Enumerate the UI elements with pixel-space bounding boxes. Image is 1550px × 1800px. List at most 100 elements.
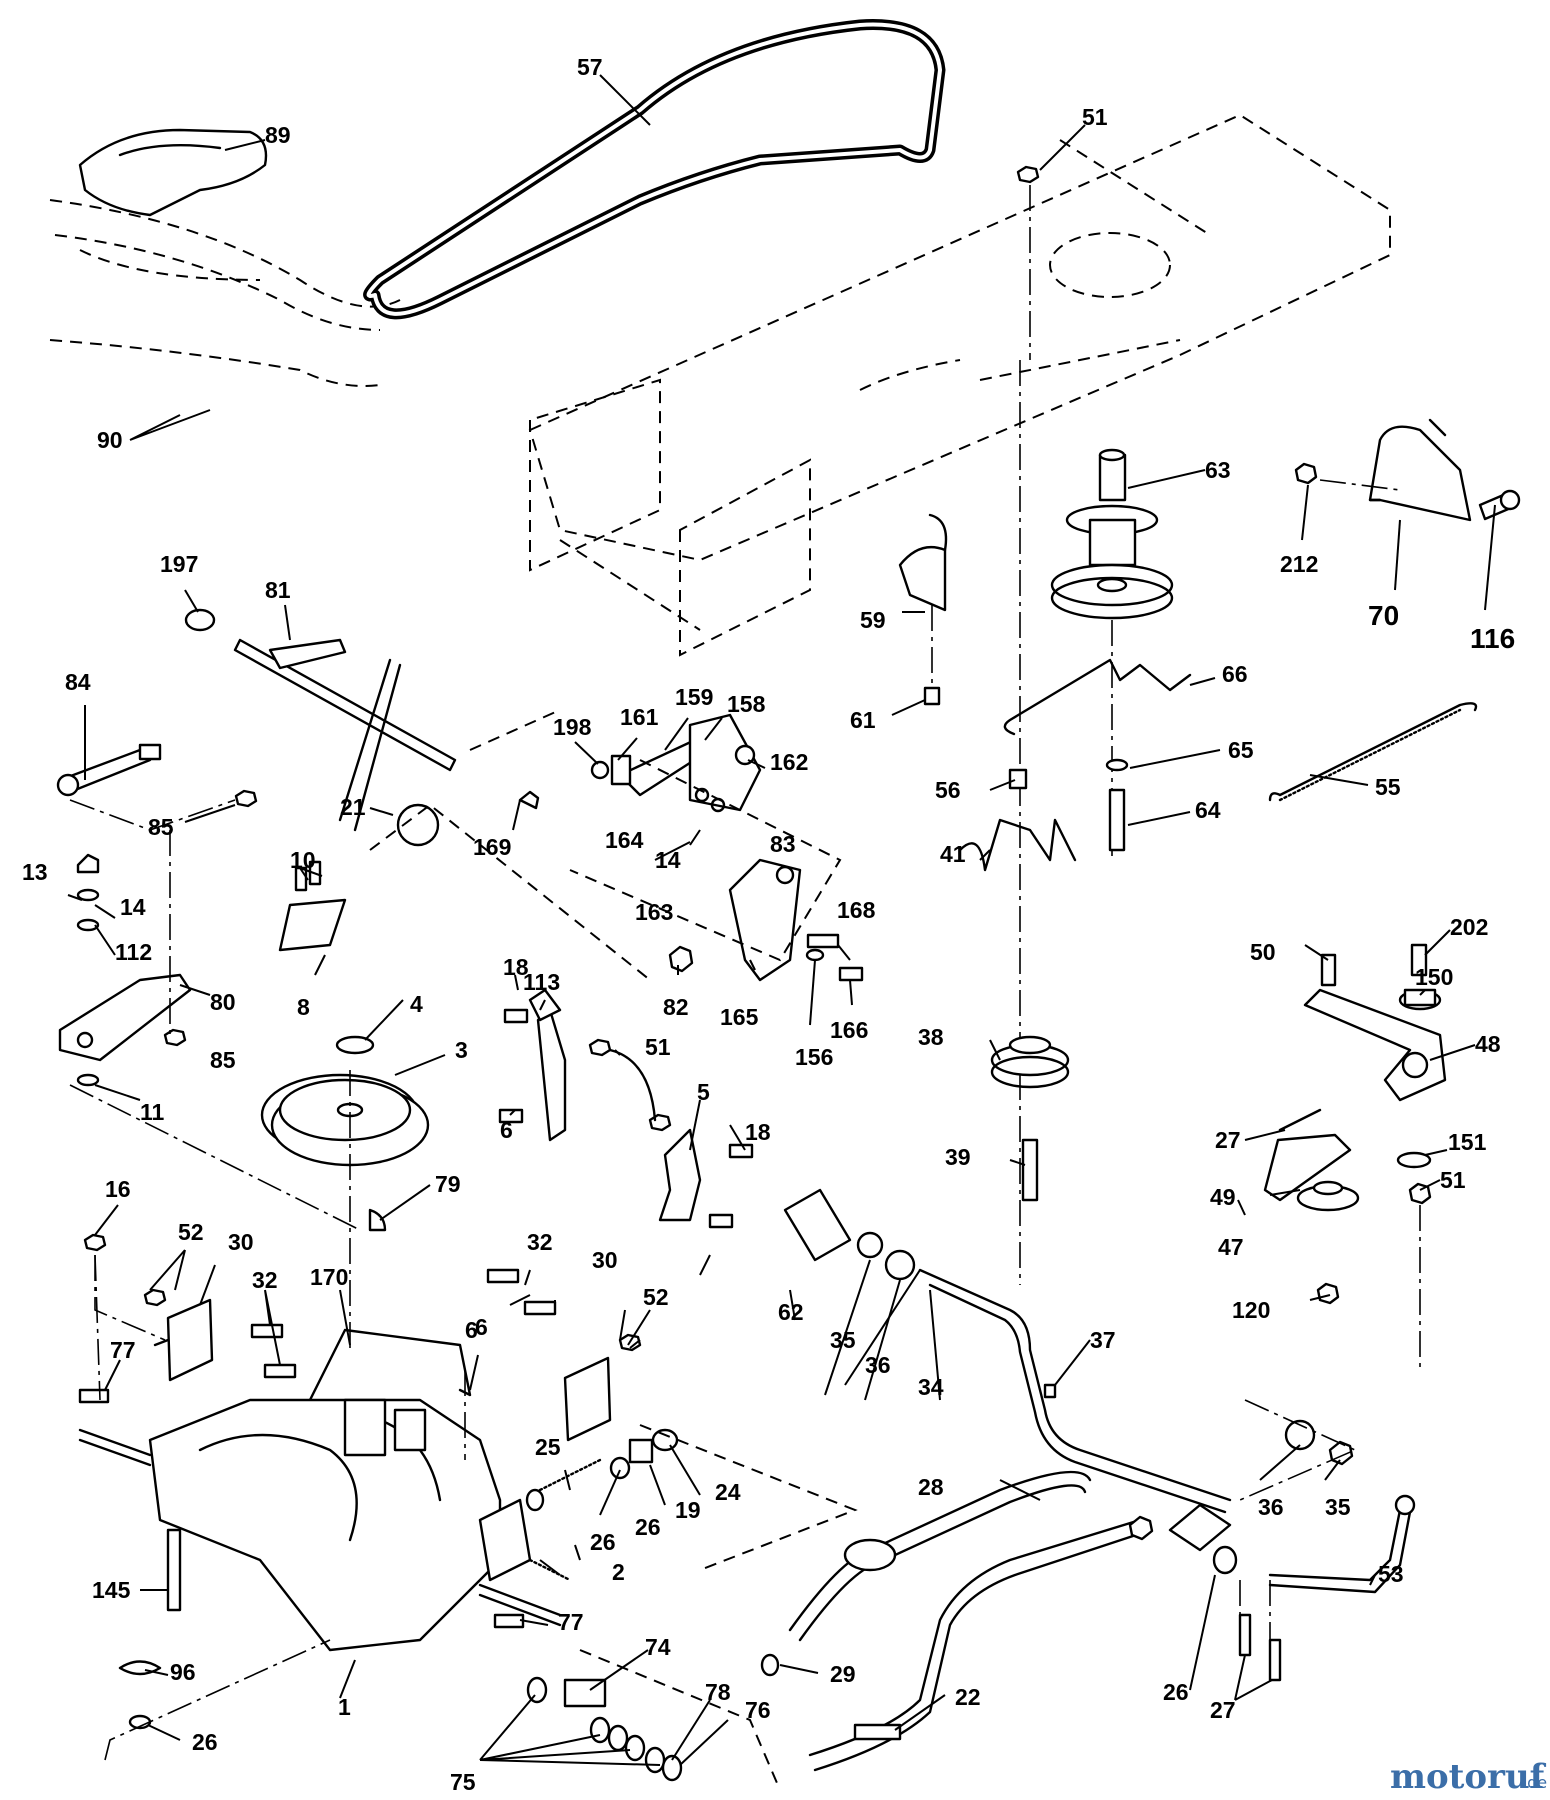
shaft-81: [184, 608, 457, 772]
callout-label: 36: [1258, 1494, 1284, 1520]
callout-label: 37: [1090, 1327, 1116, 1353]
callout-label: 11: [140, 1099, 165, 1125]
shift-linkage: [56, 743, 258, 1087]
callout-label: 30: [592, 1247, 618, 1273]
callout-label: 8: [297, 994, 310, 1020]
callout-label: 151: [1448, 1129, 1487, 1155]
callout-label: 35: [830, 1327, 856, 1353]
callout-label: 51: [1440, 1167, 1466, 1193]
callout-label: 164: [605, 827, 644, 853]
callout-label: 27: [1215, 1127, 1241, 1153]
callout-label: 85: [210, 1047, 236, 1073]
callout-label: 51: [1082, 104, 1108, 130]
callout-label: 29: [830, 1661, 856, 1687]
callout-label: 53: [1378, 1561, 1404, 1587]
callout-label: 113: [523, 969, 560, 995]
callout-label: 35: [1325, 1494, 1351, 1520]
transaxle-1: [78, 1388, 562, 1761]
callout-label: 4: [410, 991, 423, 1017]
callout-label: 13: [22, 859, 48, 885]
callout-label: 26: [1163, 1679, 1189, 1705]
callout-label: 112: [115, 939, 152, 965]
callout-label: 64: [1195, 797, 1221, 823]
rod-170: [308, 1328, 472, 1402]
callout-label: 81: [265, 577, 291, 603]
callout-label: 41: [940, 841, 966, 867]
callout-label: 10: [290, 847, 316, 873]
callout-label: 6: [465, 1317, 478, 1343]
callout-label: 52: [643, 1284, 669, 1310]
callout-label: 65: [1228, 737, 1254, 763]
callout-label: 27: [1210, 1697, 1236, 1723]
callout-label: 26: [590, 1529, 616, 1555]
callout-label: 78: [705, 1679, 731, 1705]
drive-belt-57: [363, 19, 946, 320]
callout-label: 52: [178, 1219, 204, 1245]
callout-label: 32: [252, 1267, 278, 1293]
callout-label: 89: [265, 122, 291, 148]
brackets-113-5: [498, 988, 754, 1229]
callout-label: 75: [450, 1769, 476, 1795]
callout-label: 18: [745, 1119, 771, 1145]
callout-label: 63: [1205, 457, 1231, 483]
callout-label: 14: [655, 847, 681, 873]
callout-label: 62: [778, 1299, 804, 1325]
idler-59: [898, 513, 948, 706]
callout-label: 51: [645, 1034, 671, 1060]
watermark-logo: motoruf .de: [1390, 1757, 1547, 1797]
rods-28-22: [760, 1470, 1238, 1772]
callout-label: 85: [148, 814, 174, 840]
watermark-text: motoruf: [1390, 1757, 1547, 1797]
idler-arm-48: [1263, 943, 1447, 1370]
callout-label: 76: [745, 1697, 771, 1723]
callout-label: 166: [830, 1017, 868, 1043]
callout-label: 150: [1415, 964, 1453, 990]
callout-label: 70: [1368, 600, 1399, 631]
callout-label: 1: [338, 1694, 351, 1720]
callout-label: 66: [1222, 661, 1248, 687]
callout-label: 26: [635, 1514, 661, 1540]
pulley-3: [260, 1035, 430, 1350]
seat-89: [49, 128, 401, 387]
callout-label: 22: [955, 1684, 981, 1710]
rod-34: [783, 1188, 1232, 1514]
callout-label: 197: [160, 551, 198, 577]
callout-label: 28: [918, 1474, 944, 1500]
callout-label: 79: [435, 1171, 461, 1197]
frame-outline: [528, 113, 1391, 657]
callout-label: 57: [577, 54, 603, 80]
callout-label: 161: [620, 704, 659, 730]
callout-label: 156: [795, 1044, 833, 1070]
callout-label: 84: [65, 669, 91, 695]
spring-55: [1268, 702, 1478, 802]
callout-label: 24: [715, 1479, 741, 1505]
callout-label: 49: [1210, 1184, 1236, 1210]
callout-label: 16: [105, 1176, 131, 1202]
callout-label: 145: [92, 1577, 131, 1603]
idler-pulley-38: [990, 1035, 1070, 1202]
rod-53: [1238, 1399, 1416, 1682]
callout-label: 169: [473, 834, 511, 860]
callout-label: 6: [500, 1117, 513, 1143]
callout-label: 163: [635, 899, 673, 925]
callout-label: 116: [1470, 623, 1515, 654]
pivot-assembly: [369, 709, 864, 982]
callout-label: 39: [945, 1144, 971, 1170]
callout-label: 30: [228, 1229, 254, 1255]
spring-41: [958, 818, 1077, 872]
callout-label: 77: [558, 1609, 584, 1635]
callout-label: 90: [97, 427, 123, 453]
callout-label: 50: [1250, 939, 1276, 965]
callout-label: 38: [918, 1024, 944, 1050]
callout-label: 120: [1232, 1297, 1270, 1323]
callout-label: 34: [918, 1374, 944, 1400]
callout-label: 202: [1450, 914, 1488, 940]
callout-label: 32: [527, 1229, 553, 1255]
bolt-64: [1108, 788, 1126, 852]
callout-label: 21: [340, 794, 366, 820]
leader-lines: [67, 74, 1496, 1766]
bracket-70: [1294, 418, 1521, 522]
callout-label: 168: [837, 897, 876, 923]
callout-label: 6: [475, 1314, 488, 1340]
